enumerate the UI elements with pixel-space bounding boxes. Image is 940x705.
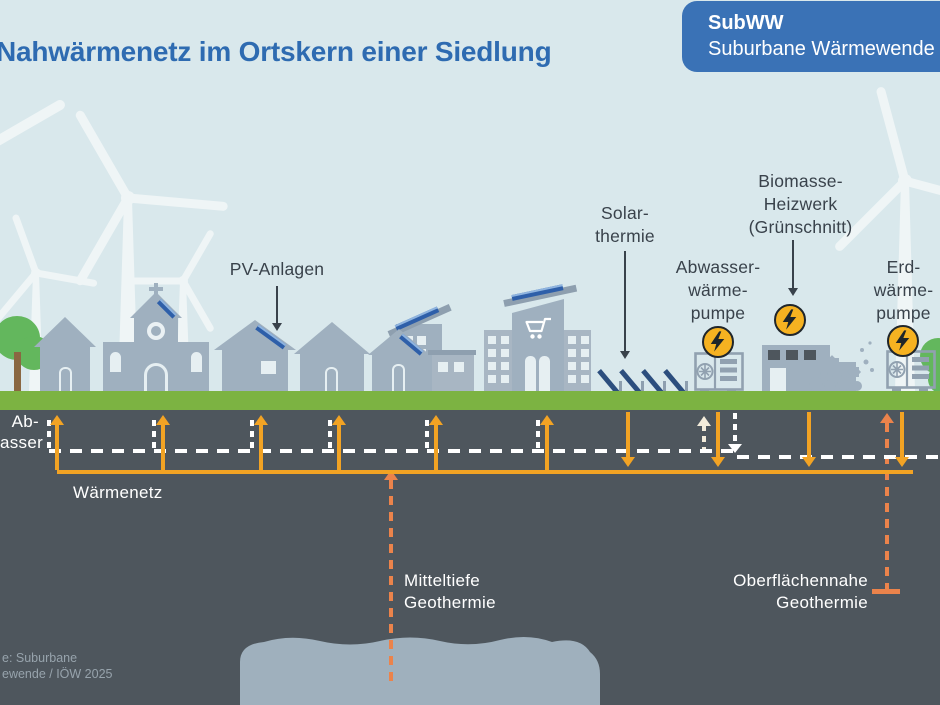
ground-strip [0,391,940,410]
collector-leg [641,381,644,394]
church-window [191,352,202,372]
lightning-bolt-icon [774,304,806,336]
shallow-geothermal-label: Oberflächennahe Geothermie [733,571,868,612]
collector-leg [663,381,666,394]
tree-trunk [14,352,21,394]
house-roof [34,317,96,347]
heat-feedin-arrow [621,412,635,467]
aquifer-icon [240,636,600,705]
erdwaerme-wp-label: Erd- wärme- pumpe [873,257,934,323]
heat-feedin-arrow [711,412,725,467]
sewer-to-pump-arrow [697,416,711,449]
store-door [525,356,536,391]
wind-turbine-icon [0,100,65,153]
sewer-stub [425,420,429,449]
garage-roof [428,350,476,355]
borehole-end-bar [872,589,900,594]
pv-arrow-icon [272,286,282,331]
project-name: Suburbane Wärmewende [708,38,935,60]
heat-feedin-arrow [802,412,816,467]
waermenetz-label: Wärmenetz [73,483,163,502]
project-acronym: SubWW [708,12,784,34]
lightning-bolt-icon [887,325,919,357]
sewer-line [49,449,737,453]
plant-window [786,350,798,360]
pv-label: PV-Anlagen [229,259,325,279]
store-door [539,356,550,391]
sewer-stub [536,420,540,449]
abwasser-label: Ab- asser [0,412,44,452]
house-door [59,367,72,391]
heat-network-line [57,470,913,474]
sewer-line [737,455,940,459]
heat-supply-arrow [429,415,443,470]
solarthermie-arrow-icon [620,251,630,359]
mid-depth-geothermal-arrow [384,470,398,682]
biomasse-arrow-icon [788,240,798,296]
church-door [144,363,168,391]
solarthermie-label: Solar- thermie [595,203,655,246]
shallow-geothermal-arrow [880,413,894,590]
page-title: Nahwärmenetz im Ortskern einer Siedlung [0,36,552,67]
heat-pump-icon [886,350,936,393]
modern-house-front [372,352,426,391]
heat-feedin-arrow [895,412,909,467]
shopping-cart-icon [525,317,551,339]
biomasse-label: Biomasse- Heizwerk (Grünschnitt) [748,171,853,237]
woodchip-pile-icon [809,341,874,392]
collector-leg [619,381,622,394]
plant-window [804,350,816,360]
collector-leg [685,381,688,394]
supermarket [512,299,564,391]
heat-supply-arrow [540,415,554,470]
garage [432,354,474,391]
sewer-stub [328,420,332,449]
mid-depth-geothermal-label: Mitteltiefe Geothermie [404,571,496,612]
heat-supply-arrow [332,415,346,470]
window-grid [488,336,509,383]
project-badge: SubWW Suburbane Wärmewende [682,1,940,72]
garage-window [454,362,464,372]
rose-window-center [151,326,161,336]
heat-supply-arrow [50,415,64,470]
source-credit: e: Suburbane ewende / IÖW 2025 [2,651,113,681]
sewer-stub [250,420,254,449]
house-door [325,367,338,391]
heat-supply-arrow [254,415,268,470]
house [222,348,288,391]
house-roof [294,322,370,354]
church-cross-icon [149,287,163,291]
window-grid [568,336,589,383]
house-window [261,361,276,374]
sewer-stub [152,420,156,449]
heat-supply-arrow [156,415,170,470]
plant-door [770,368,786,391]
house-door [392,364,405,391]
garage-window [438,362,448,372]
sewer-stub [47,420,51,449]
plant-window [768,350,780,360]
abwasser-wp-label: Abwasser- wärme- pumpe [675,257,761,323]
wastewater-inflow-arrow [728,413,742,453]
lightning-bolt-icon [702,326,734,358]
church-window [110,352,121,372]
